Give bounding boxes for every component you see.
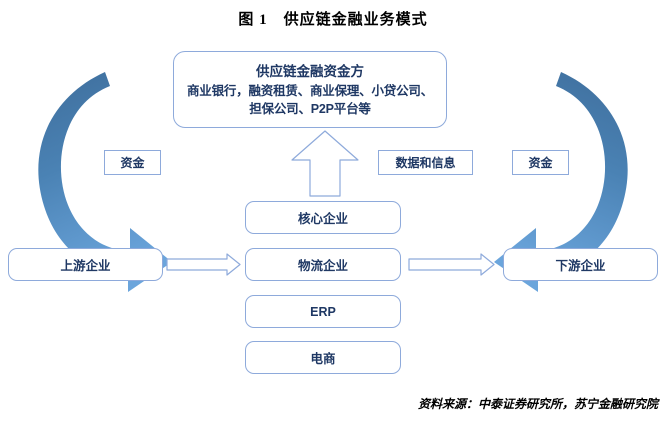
source-note: 资料来源：中泰证券研究所，苏宁金融研究院 (417, 397, 658, 411)
box-upstream-enterprise: 上游企业 (8, 248, 163, 281)
box-erp-label: ERP (310, 304, 336, 319)
right-arrow-upstream-to-logistics-icon (166, 253, 241, 276)
funder-box-description-line-1: 商业银行，融资租赁、商业保理、小贷公司、 (186, 83, 433, 98)
box-erp: ERP (245, 295, 401, 328)
label-funds-left: 资金 (104, 150, 161, 175)
box-ecommerce-label: 电商 (310, 352, 336, 366)
label-data-and-info: 数据和信息 (378, 150, 473, 175)
box-core-enterprise: 核心企业 (245, 201, 401, 234)
page-title: 图 1 供应链金融业务模式 (238, 12, 428, 28)
box-ecommerce: 电商 (245, 341, 401, 374)
box-downstream-enterprise-label: 下游企业 (555, 259, 606, 273)
box-logistics-enterprise: 物流企业 (245, 248, 401, 281)
funder-box: 供应链金融资金方 商业银行，融资租赁、商业保理、小贷公司、 担保公司、P2P平台… (173, 51, 447, 128)
funder-box-title: 供应链金融资金方 (256, 63, 364, 79)
label-funds-right: 资金 (512, 150, 569, 175)
right-arrow-logistics-to-downstream-icon (408, 253, 495, 276)
box-downstream-enterprise: 下游企业 (503, 248, 658, 281)
up-arrow-icon (291, 130, 359, 197)
box-logistics-enterprise-label: 物流企业 (297, 259, 348, 273)
funder-box-description-line-2: 担保公司、P2P平台等 (249, 101, 371, 116)
box-upstream-enterprise-label: 上游企业 (60, 259, 111, 273)
box-core-enterprise-label: 核心企业 (297, 212, 348, 226)
